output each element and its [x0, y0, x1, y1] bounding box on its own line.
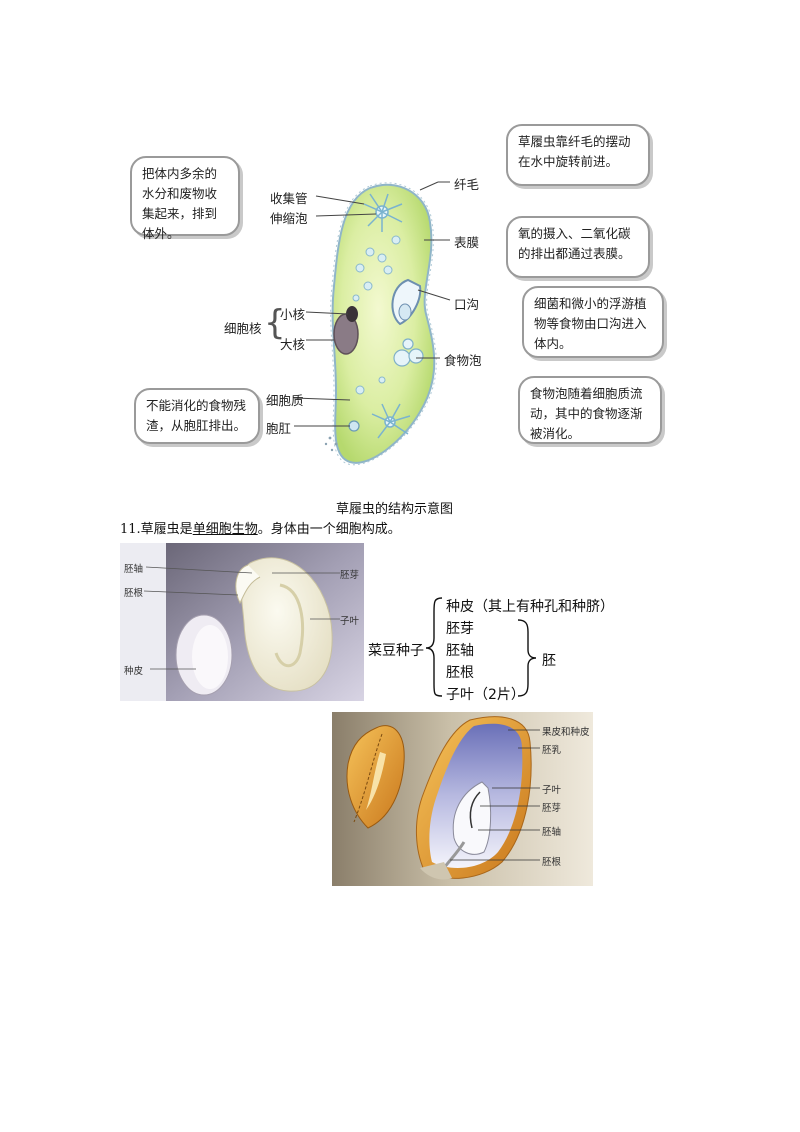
label-food-vacuole: 食物泡: [444, 353, 482, 368]
label-contractile-vacuole: 伸缩泡: [270, 211, 308, 226]
tree-plumule: 胚芽: [446, 621, 474, 637]
label-oral-groove: 口沟: [454, 297, 480, 312]
oral-groove-bubble: 细菌和微小的浮游植物等食物由口沟进入体内。: [522, 286, 664, 358]
corn-label-endosperm: 胚乳: [542, 745, 562, 756]
food-vacuole-bubble: 食物泡随着细胞质流动，其中的食物逐渐被消化。: [518, 376, 662, 444]
cilia-bubble: 草履虫靠纤毛的摆动在水中旋转前进。: [506, 124, 650, 186]
label-collecting-tube: 收集管: [270, 191, 308, 206]
paramecium-illustration: [293, 181, 451, 466]
bubble-text: 细菌和微小的浮游植物等食物由口沟进入体内。: [534, 296, 647, 351]
tree-braces: [425, 597, 537, 697]
corn-label-pericarp: 果皮和种皮: [542, 727, 590, 738]
corn-seed-illustration: [332, 712, 593, 886]
label-micronucleus: 小核: [280, 307, 306, 322]
bubble-text: 食物泡随着细胞质流动，其中的食物逐渐被消化。: [530, 386, 643, 441]
anal-pore-bubble: 不能消化的食物残渣，从胞肛排出。: [134, 388, 260, 444]
fact-suffix: 。身体由一个细胞构成。: [257, 522, 401, 537]
contractile-vacuole-bubble: 把体内多余的水分和废物收集起来，排到体外。: [130, 156, 240, 241]
corn-label-cotyledon: 子叶: [542, 785, 562, 796]
bubble-text: 草履虫靠纤毛的摆动在水中旋转前进。: [518, 134, 631, 169]
label-cytoplasm: 细胞质: [266, 393, 304, 408]
label-anal-pore: 胞肛: [266, 421, 292, 436]
corn-label-radicle: 胚根: [542, 857, 562, 868]
fact-underlined-term: 单细胞生物: [192, 522, 258, 537]
label-membrane: 表膜: [454, 235, 480, 250]
label-nucleus: 细胞核: [224, 321, 262, 336]
bubble-text: 氧的摄入、二氧化碳的排出都通过表膜。: [518, 226, 631, 261]
bean-label-cotyledon: 子叶: [340, 616, 360, 627]
tree-seed-coat: 种皮（其上有种孔和种脐）: [446, 599, 614, 615]
tree-hypocotyl: 胚轴: [446, 643, 474, 659]
bean-label-radicle: 胚根: [124, 588, 144, 599]
corn-label-plumule: 胚芽: [542, 803, 562, 814]
tree-cotyledon: 子叶（2片）: [446, 687, 525, 703]
bean-label-plumule: 胚芽: [340, 570, 360, 581]
bubble-text: 不能消化的食物残渣，从胞肛排出。: [146, 398, 247, 433]
tree-radicle: 胚根: [446, 665, 474, 681]
label-cilia: 纤毛: [454, 177, 480, 192]
tree-root: 菜豆种子: [368, 643, 424, 659]
bubble-text: 把体内多余的水分和废物收集起来，排到体外。: [142, 166, 218, 241]
micronucleus-shape: [346, 306, 358, 322]
label-macronucleus: 大核: [280, 337, 306, 352]
bean-structure-tree: 菜豆种子 种皮（其上有种孔和种脐） 胚芽 胚轴 胚根 子叶（2片） 胚: [362, 592, 632, 703]
bean-label-seed-coat: 种皮: [124, 666, 144, 677]
paramecium-caption: 草履虫的结构示意图: [336, 502, 454, 517]
membrane-bubble: 氧的摄入、二氧化碳的排出都通过表膜。: [506, 216, 650, 278]
bean-label-hypocotyl: 胚轴: [124, 564, 144, 575]
paramecium-figure: 把体内多余的水分和废物收集起来，排到体外。 草履虫靠纤毛的摆动在水中旋转前进。 …: [120, 100, 680, 480]
corn-label-hypocotyl: 胚轴: [542, 827, 562, 838]
bean-seed-illustration: [120, 543, 364, 701]
fact-line: 11.草履虫是单细胞生物。身体由一个细胞构成。: [120, 518, 401, 537]
tree-embryo: 胚: [542, 653, 556, 669]
fact-prefix: 11.草履虫是: [120, 522, 193, 537]
bean-seed-figure: 胚轴 胚根 种皮 胚芽 子叶: [120, 543, 364, 701]
corn-seed-figure: 果皮和种皮 胚乳 子叶 胚芽 胚轴 胚根: [332, 712, 593, 886]
brace-nucleus: {: [264, 303, 286, 343]
